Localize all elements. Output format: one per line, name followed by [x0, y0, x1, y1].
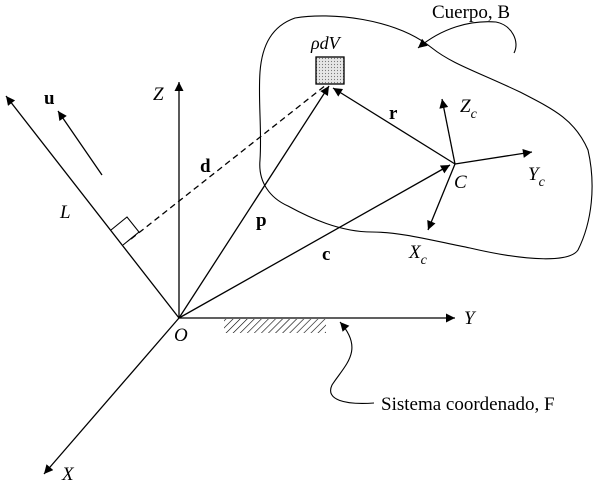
axis-zc-label: Zc [460, 96, 478, 122]
axis-xc [427, 163, 456, 231]
mass-element-label: ρdV [310, 33, 342, 53]
axis-yc-sub: c [539, 175, 546, 190]
vector-c-arrow [178, 164, 451, 319]
line-l-label: L [59, 202, 71, 223]
vector-d-label: d [200, 156, 211, 177]
axis-z-label: Z [153, 84, 164, 105]
axis-xc-main: X [408, 242, 422, 263]
right-angle-mark [110, 216, 140, 246]
vector-u-label: u [44, 88, 55, 109]
axis-yc-label: Yc [528, 164, 546, 190]
ground-hatch [224, 319, 326, 333]
vector-u-arrow [57, 110, 103, 176]
axis-zc-main: Z [460, 96, 471, 117]
axis-zc [439, 98, 456, 165]
body-label-pointer [417, 21, 517, 54]
center-label: C [454, 172, 467, 193]
coordinate-system-label: Sistema coordenado, F [381, 394, 555, 415]
axis-yc-main: Y [528, 164, 541, 185]
vector-r-arrow [332, 87, 456, 165]
axis-yc [454, 148, 533, 165]
vector-c-label: c [322, 244, 330, 265]
system-label-pointer [330, 321, 375, 404]
vector-p-arrow [178, 85, 330, 319]
body-outline [258, 15, 593, 260]
axis-y-label: Y [464, 308, 477, 329]
line-l [5, 95, 180, 319]
vector-p-label: p [256, 210, 267, 231]
axis-xc-sub: c [421, 253, 428, 268]
origin-label: O [174, 325, 188, 346]
axis-x-label: X [61, 464, 75, 485]
axis-zc-sub: c [471, 107, 478, 122]
vector-d-dashed [130, 84, 327, 240]
body-label: Cuerpo, B [432, 2, 510, 23]
axis-x [43, 317, 180, 475]
mass-element-box [315, 56, 345, 85]
vector-r-label: r [389, 103, 398, 124]
axis-xc-label: Xc [408, 242, 428, 268]
